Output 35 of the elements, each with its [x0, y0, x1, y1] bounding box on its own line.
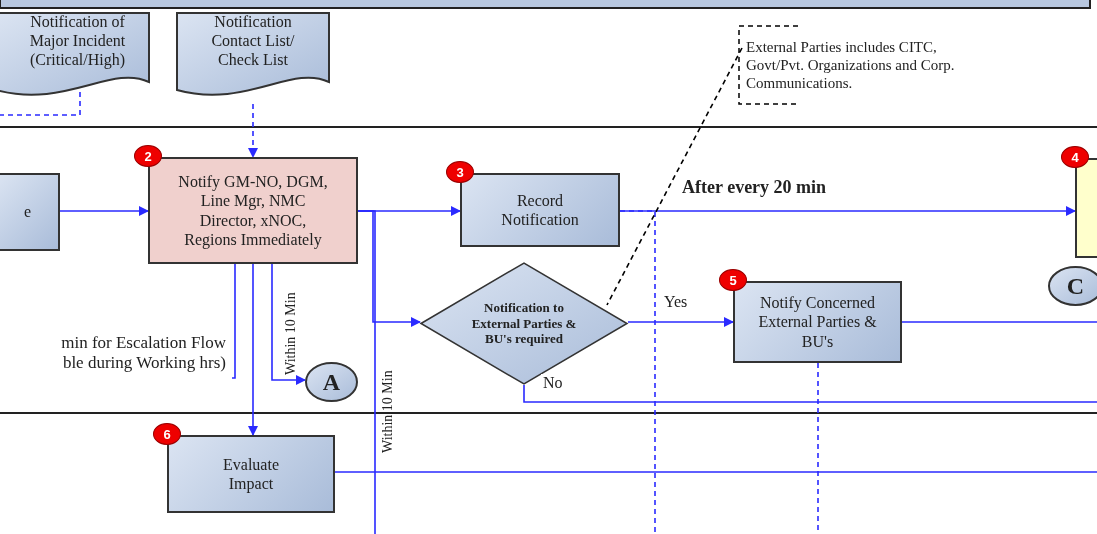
- process-text: Notify Concerned External Parties & BU's: [757, 293, 878, 351]
- document-text: Notification Contact List/ Check List: [210, 12, 296, 70]
- connector-line: [357, 210, 376, 534]
- note-text: min for Escalation Flow ble during Working hrs): [60, 332, 226, 374]
- edge-label: After every 20 min: [681, 178, 828, 198]
- note-text: External Parties includes CITC, Govt/Pvt. Organizations and Corp. Communications.: [746, 38, 956, 92]
- arrow: [627, 317, 734, 327]
- connector-letter: C: [1066, 271, 1085, 301]
- step-number-badge: 2: [134, 145, 162, 167]
- document-text: Notification of Major Incident (Critical/High): [28, 12, 127, 70]
- step-number-badge: 4: [1061, 146, 1089, 168]
- process-text: Evaluate Impact: [222, 454, 280, 494]
- arrow: [271, 263, 306, 385]
- arrow: [59, 206, 149, 216]
- connector-line: [901, 321, 1097, 323]
- connector-line: [231, 263, 236, 379]
- connector-line: [523, 384, 1097, 403]
- step-number-badge: 5: [719, 269, 747, 291]
- step-number-badge: 6: [153, 423, 181, 445]
- connector-letter: A: [322, 367, 341, 397]
- leader-line: [606, 47, 743, 306]
- edge-label: Within 10 Min: [283, 291, 299, 377]
- process-text: Notify GM-NO, DGM, Line Mgr, NMC Director, xNOC, Regions Immediately: [178, 172, 328, 249]
- edge-label: Within 10 Min: [380, 369, 396, 455]
- connector-line: [0, 91, 81, 116]
- process-box: [0, 173, 60, 251]
- process-text: Record Notification: [500, 190, 580, 230]
- decision-text: Notification to External Parties & BU's required: [470, 300, 578, 347]
- connector-circle: [305, 362, 358, 402]
- arrow: [248, 103, 258, 158]
- step-number-badge: 3: [446, 161, 474, 183]
- connector-line: [619, 210, 656, 534]
- arrow: [248, 263, 258, 436]
- process-text: e: [23, 202, 32, 222]
- connector-line: [334, 471, 1097, 473]
